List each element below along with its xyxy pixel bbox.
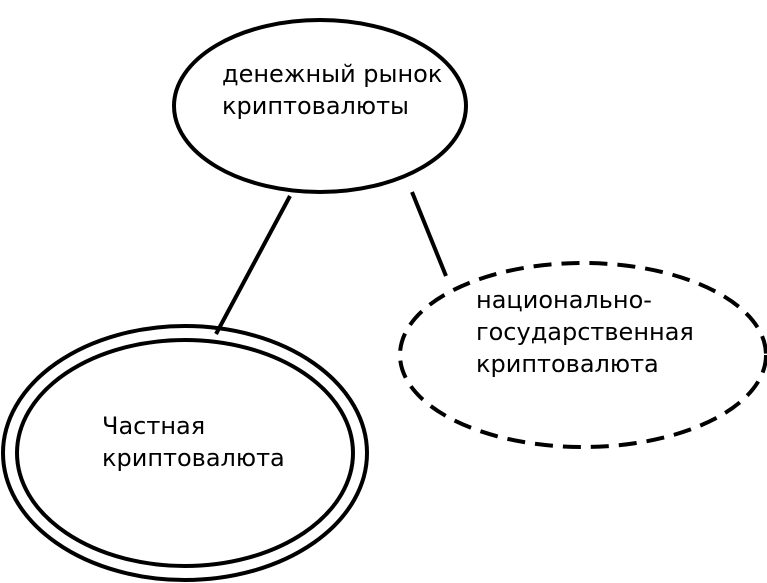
label-line: государственная: [476, 318, 694, 346]
national-label: национально- государственная криптовалют…: [476, 284, 694, 380]
label-line: криптовалюты: [222, 92, 410, 120]
label-line: криптовалюта: [476, 350, 659, 378]
connector-to-national: [410, 191, 448, 277]
label-line: денежный рынок: [222, 60, 443, 88]
label-line: криптовалюта: [102, 444, 285, 472]
money-market-label: денежный рынок криптовалюты: [222, 58, 442, 122]
money-market-node: [172, 18, 468, 194]
private-node-outer: [1, 324, 369, 582]
connector-to-private: [214, 195, 292, 335]
private-label: Частная криптовалюта: [102, 410, 285, 474]
label-line: национально-: [476, 286, 652, 314]
label-line: Частная: [102, 412, 206, 440]
private-node-inner: [15, 338, 355, 568]
national-node: [398, 261, 767, 449]
